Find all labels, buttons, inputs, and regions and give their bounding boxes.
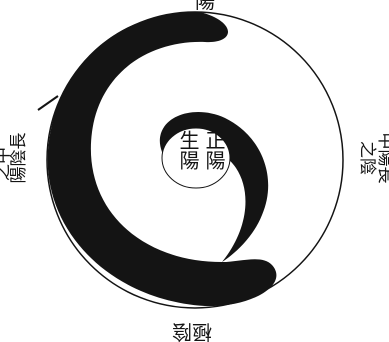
right-label-group: 之陰 中陽長 (357, 133, 389, 184)
left-label-group: 陽陰長 之中 (0, 133, 29, 184)
label-bottom: 極陰 (172, 320, 212, 342)
label-right-outer: 中陽長 (375, 133, 389, 184)
label-center-right: 正陽 (202, 130, 226, 170)
left-rim-stroke (38, 96, 58, 110)
label-center-left: 生陽 (176, 130, 200, 170)
label-right-inner: 之陰 (357, 141, 377, 175)
label-top: 陽 (195, 0, 215, 13)
label-left-outer: 之中 (0, 147, 13, 181)
